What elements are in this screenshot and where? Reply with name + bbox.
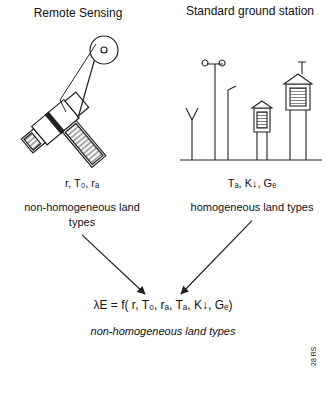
variable-list: Tₐ, K↓, Gₑ [187, 176, 317, 190]
text-group: λE = f( r, T₀, rₐ, Tₐ, K↓, Gₑ) non-homoge… [13, 298, 313, 338]
column-heading: Remote Sensing [8, 6, 148, 20]
land-type-note: homogeneous land types [187, 200, 317, 214]
flow-arrow [82, 235, 145, 294]
land-type-note: non-homogeneous land types [17, 200, 147, 229]
variable-list: r, T₀, rₐ [17, 176, 147, 190]
text-group: r, T₀, rₐ non-homogeneous land types [17, 176, 147, 229]
text-group: Tₐ, K↓, Gₑ homogeneous land types [187, 176, 317, 215]
figure-code: 28 RS [310, 336, 318, 376]
column-heading: Standard ground station [185, 4, 315, 18]
flow-arrow [181, 221, 252, 294]
ground-station-figure [180, 60, 322, 160]
satellite-figure [19, 36, 119, 190]
land-type-note: non-homogeneous land types [13, 324, 313, 338]
variable-list: λE = f( r, T₀, rₐ, Tₐ, K↓, Gₑ) [13, 298, 313, 314]
